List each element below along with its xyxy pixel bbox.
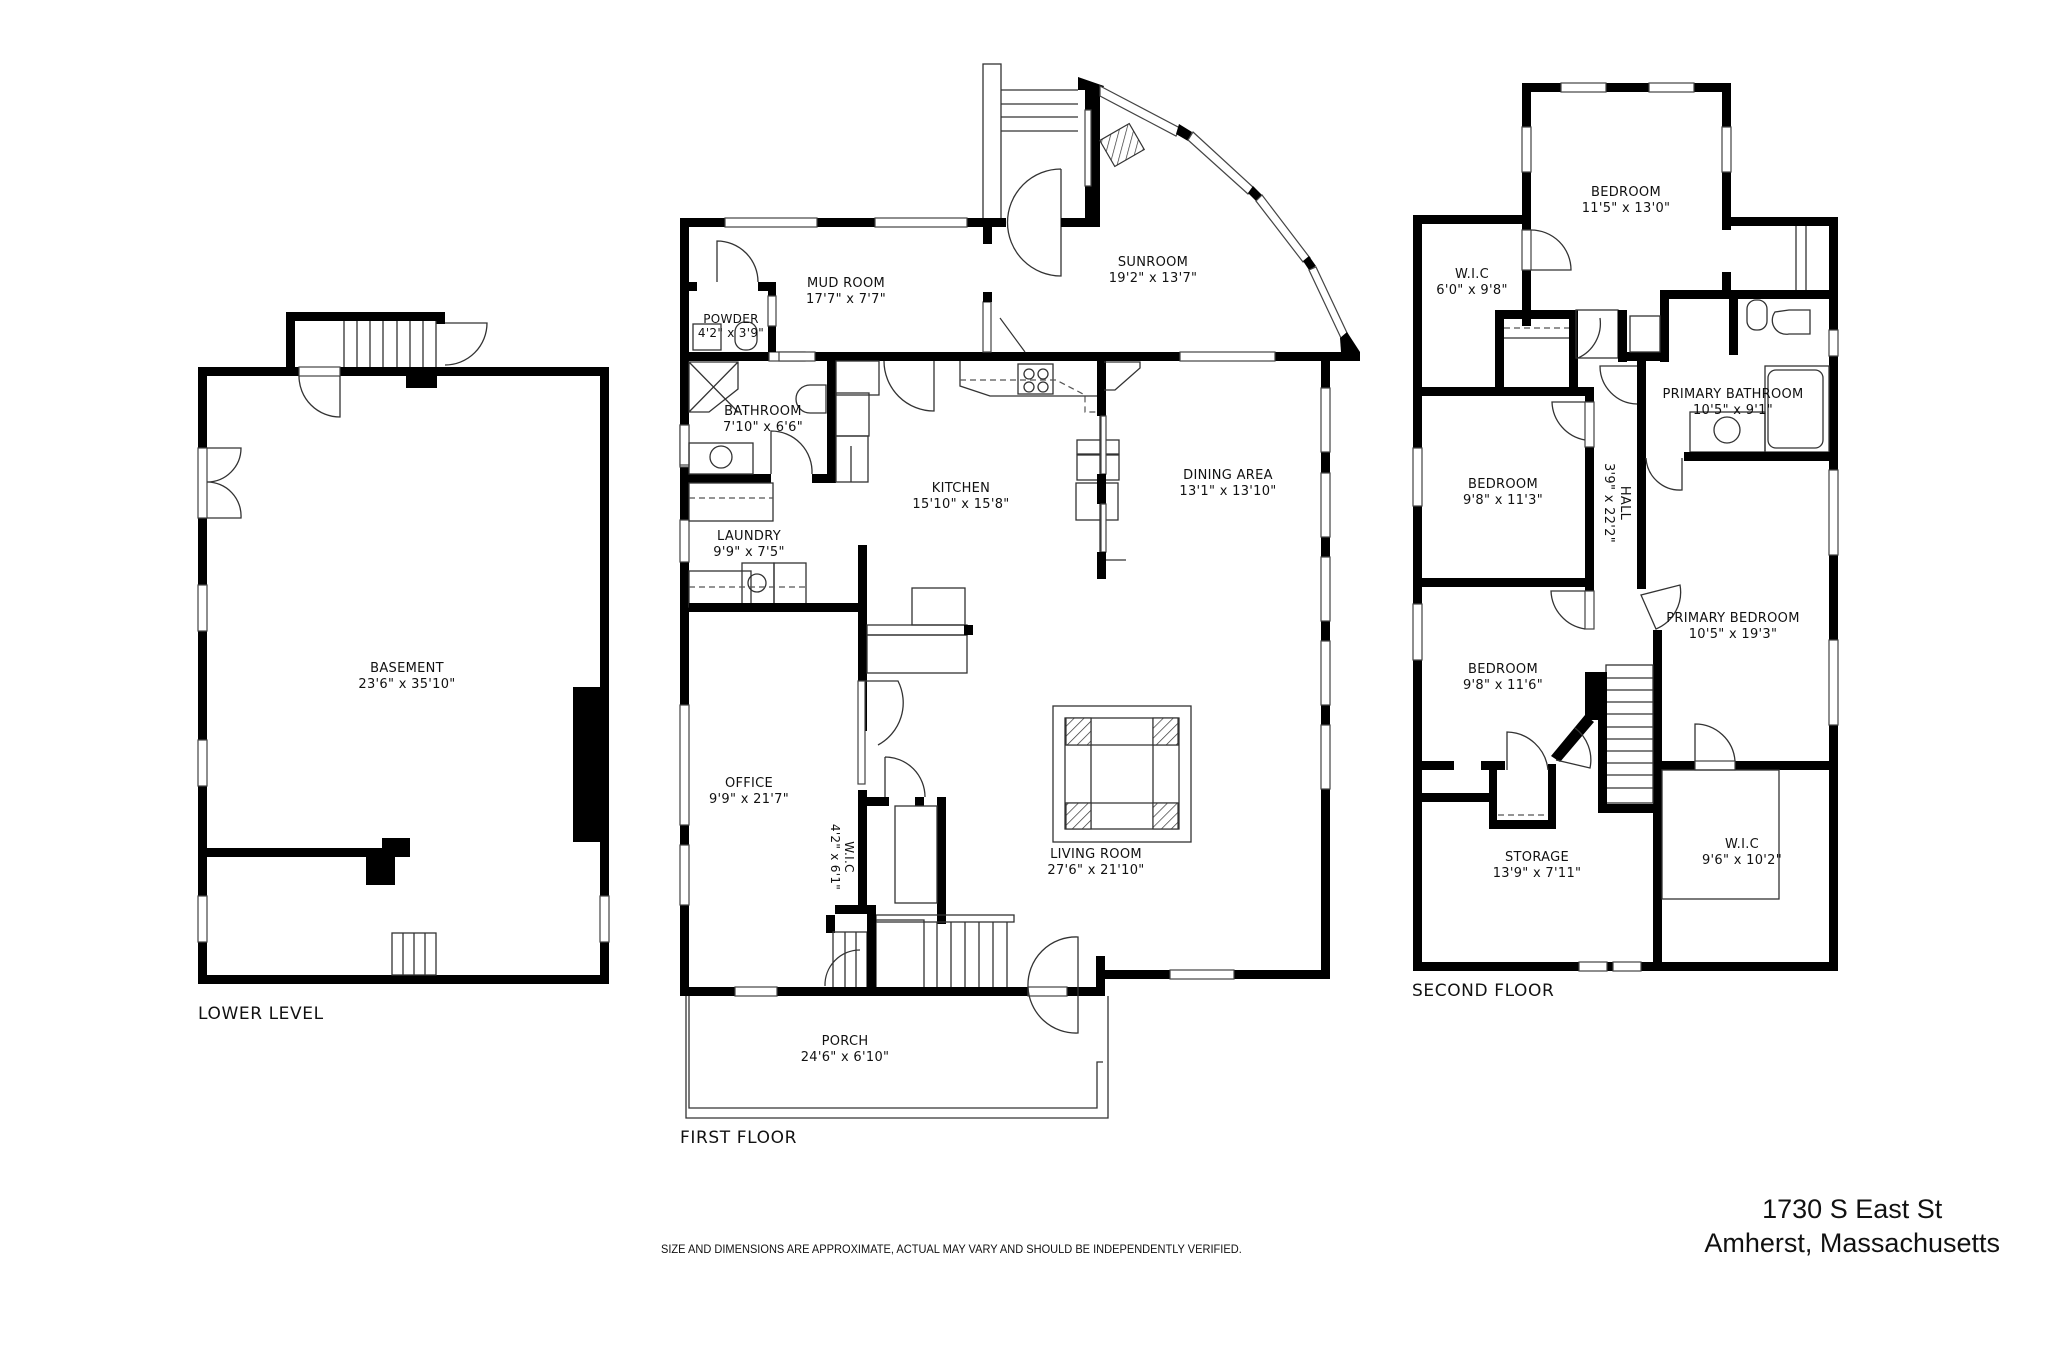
room-dimensions: 9'8" x 11'3": [1462, 493, 1544, 508]
room-dimensions: 11'5" x 13'0": [1581, 201, 1671, 216]
room-dimensions: 10'5" x 9'1": [1692, 403, 1774, 418]
room-dimensions: 10'5" x 19'3": [1688, 627, 1778, 642]
room-label-hall: HALL 3'9" x 22'2": [1600, 463, 1632, 543]
room-dimensions: 3'9" x 22'2": [1601, 462, 1616, 544]
room-dimensions: 13'1" x 13'10": [1179, 484, 1277, 499]
room-dimensions: 23'6" x 35'10": [358, 677, 456, 692]
room-name: BATHROOM: [724, 404, 802, 419]
room-label-living-room: LIVING ROOM 27'6" x 21'10": [1047, 847, 1144, 879]
room-label-primary-bedroom: PRIMARY BEDROOM 10'5" x 19'3": [1666, 611, 1799, 643]
floor-title-lower-level: LOWER LEVEL: [198, 1004, 324, 1024]
room-name: STORAGE: [1505, 850, 1569, 865]
room-label-laundry: LAUNDRY 9'9" x 7'5": [713, 529, 784, 561]
first-floor-plan: [679, 63, 1360, 1119]
property-address: 1730 S East St Amherst, Massachusetts: [1704, 1192, 2000, 1260]
second-floor-plan: [1412, 82, 1839, 972]
room-name: MUD ROOM: [807, 276, 885, 291]
room-name: PRIMARY BATHROOM: [1662, 387, 1804, 402]
room-name: PORCH: [821, 1034, 869, 1049]
room-dimensions: 19'2" x 13'7": [1108, 271, 1198, 286]
room-name: BEDROOM: [1468, 477, 1538, 492]
room-label-mud-room: MUD ROOM 17'7" x 7'7": [806, 276, 886, 308]
room-label-kitchen: KITCHEN 15'10" x 15'8": [912, 481, 1009, 513]
room-label-bedroom-lower: BEDROOM 9'8" x 11'6": [1463, 662, 1543, 694]
room-name: W.I.C: [1454, 267, 1490, 282]
room-name: BEDROOM: [1591, 185, 1661, 200]
room-dimensions: 13'9" x 7'11": [1492, 866, 1582, 881]
room-label-basement: BASEMENT 23'6" x 35'10": [358, 661, 455, 693]
room-name: LAUNDRY: [717, 529, 781, 544]
room-dimensions: 6'0" x 9'8": [1436, 283, 1508, 298]
room-name: KITCHEN: [931, 481, 991, 496]
disclaimer-text: SIZE AND DIMENSIONS ARE APPROXIMATE, ACT…: [661, 1242, 1242, 1256]
room-dimensions: 4'2" x 3'9": [697, 326, 765, 340]
room-name: SUNROOM: [1117, 255, 1189, 270]
room-dimensions: 24'6" x 6'10": [800, 1050, 890, 1065]
room-label-storage: STORAGE 13'9" x 7'11": [1493, 850, 1582, 882]
room-dimensions: 27'6" x 21'10": [1047, 863, 1145, 878]
room-label-dining-area: DINING AREA 13'1" x 13'10": [1179, 468, 1276, 500]
room-name: PRIMARY BEDROOM: [1666, 611, 1800, 626]
address-city-state: Amherst, Massachusetts: [1704, 1228, 2000, 1258]
room-label-wic-second-floor-bottom: W.I.C 9'6" x 10'2": [1702, 837, 1782, 869]
room-name: LIVING ROOM: [1050, 847, 1142, 862]
lower-level-plan: [197, 312, 610, 984]
room-label-primary-bathroom: PRIMARY BATHROOM 10'5" x 9'1": [1662, 387, 1803, 419]
room-name: W.I.C: [1724, 837, 1760, 852]
room-name: POWDER: [703, 312, 759, 326]
room-dimensions: 9'8" x 11'6": [1462, 678, 1544, 693]
room-label-powder: POWDER 4'2" x 3'9": [698, 312, 764, 340]
room-label-sunroom: SUNROOM 19'2" x 13'7": [1109, 255, 1198, 287]
room-name: W.I.C: [842, 841, 856, 873]
floor-title-second-floor: SECOND FLOOR: [1412, 981, 1555, 1001]
room-name: BEDROOM: [1468, 662, 1538, 677]
room-label-bedroom-top: BEDROOM 11'5" x 13'0": [1582, 185, 1671, 217]
floor-title-first-floor: FIRST FLOOR: [680, 1128, 798, 1148]
room-label-wic-second-floor-top: W.I.C 6'0" x 9'8": [1436, 267, 1507, 299]
room-dimensions: 9'6" x 10'2": [1701, 853, 1783, 868]
room-dimensions: 4'2" x 6'1": [828, 823, 842, 891]
room-dimensions: 17'7" x 7'7": [805, 292, 887, 307]
room-name: DINING AREA: [1183, 468, 1273, 483]
room-dimensions: 9'9" x 21'7": [708, 792, 790, 807]
room-name: OFFICE: [724, 776, 774, 791]
room-label-bedroom-middle: BEDROOM 9'8" x 11'3": [1463, 477, 1543, 509]
room-dimensions: 7'10" x 6'6": [722, 420, 804, 435]
room-label-bathroom: BATHROOM 7'10" x 6'6": [723, 404, 803, 436]
room-name: BASEMENT: [370, 661, 444, 676]
room-dimensions: 9'9" x 7'5": [713, 545, 785, 560]
room-label-porch: PORCH 24'6" x 6'10": [801, 1034, 890, 1066]
address-street: 1730 S East St: [1762, 1194, 1943, 1224]
room-label-office: OFFICE 9'9" x 21'7": [709, 776, 789, 808]
room-label-wic-first-floor: W.I.C 4'2" x 6'1": [828, 824, 856, 890]
room-name: HALL: [1617, 485, 1632, 521]
room-dimensions: 15'10" x 15'8": [912, 497, 1010, 512]
